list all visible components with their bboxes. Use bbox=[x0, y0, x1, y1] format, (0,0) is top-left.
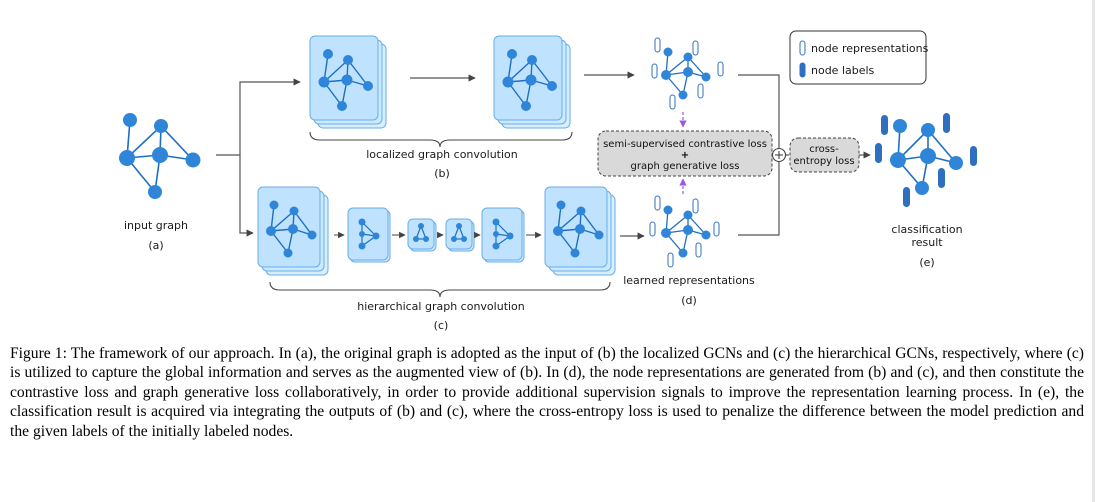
contrastive-generative-loss-box: semi-supervised contrastive loss + graph… bbox=[597, 130, 773, 177]
localized-tag: (b) bbox=[434, 167, 450, 180]
input-graph bbox=[119, 113, 201, 199]
hierarchical-panel-3 bbox=[407, 218, 437, 252]
hierarchical-panel-5 bbox=[481, 207, 525, 263]
framework-diagram: input graph (a) bbox=[119, 30, 977, 332]
hierarchical-panel-2 bbox=[347, 207, 391, 263]
localized-panel-1 bbox=[309, 35, 387, 129]
hierarchical-panel-6 bbox=[544, 186, 616, 276]
ce-label-line2: entropy loss bbox=[793, 156, 854, 167]
representations-label: learned representations bbox=[623, 274, 755, 287]
legend-node-representations: node representations bbox=[811, 42, 929, 55]
input-graph-tag: (a) bbox=[148, 239, 163, 252]
top-representation-graph bbox=[651, 37, 724, 110]
localized-brace bbox=[309, 131, 573, 148]
hierarchical-brace bbox=[269, 281, 611, 298]
bottom-representation-graph bbox=[649, 195, 720, 268]
right-edge-scrollbar bbox=[1092, 0, 1095, 502]
result-label-line1: classification bbox=[891, 223, 962, 236]
loss-plus-sign: + bbox=[681, 150, 689, 161]
input-graph-label: input graph bbox=[124, 219, 188, 232]
localized-label: localized graph convolution bbox=[366, 148, 518, 161]
hierarchical-panel-1 bbox=[257, 186, 329, 276]
hierarchical-panel-4 bbox=[445, 218, 475, 252]
figure-caption: Figure 1: The framework of our approach.… bbox=[10, 345, 1084, 440]
classification-result-graph bbox=[875, 113, 977, 207]
result-tag: (e) bbox=[919, 256, 934, 269]
cross-entropy-loss-box: cross- entropy loss bbox=[789, 137, 860, 173]
legend: node representations node labels bbox=[789, 30, 929, 85]
node-label-icon bbox=[799, 62, 806, 78]
representations-tag: (d) bbox=[681, 294, 697, 307]
hierarchical-tag: (c) bbox=[434, 319, 449, 332]
contrastive-loss-label: semi-supervised contrastive loss bbox=[603, 139, 767, 150]
classification-label-bars bbox=[875, 113, 977, 207]
combine-connector bbox=[738, 74, 780, 236]
ce-label-line1: cross- bbox=[809, 144, 839, 155]
localized-panel-2 bbox=[493, 35, 571, 129]
combine-plus-icon bbox=[771, 147, 787, 163]
legend-node-labels: node labels bbox=[811, 64, 875, 77]
generative-loss-label: graph generative loss bbox=[631, 161, 740, 172]
hierarchical-label: hierarchical graph convolution bbox=[357, 300, 525, 313]
branch-connector bbox=[216, 78, 301, 237]
node-representation-icon bbox=[799, 40, 806, 56]
result-label-line2: result bbox=[911, 236, 943, 249]
